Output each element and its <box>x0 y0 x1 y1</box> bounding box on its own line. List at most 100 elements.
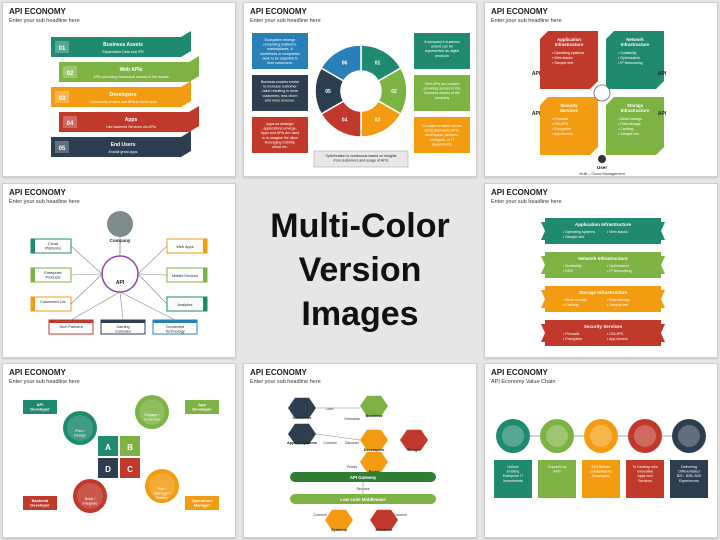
role-label-text: Manager <box>194 503 211 508</box>
bar-number: 04 <box>67 121 74 127</box>
right-node-label: Mobile Devices <box>172 274 198 278</box>
thumbnail-slide-6[interactable]: API ECONOMY Enter your sub headline here… <box>243 363 477 538</box>
thumbnail-slide-7[interactable]: API ECONOMY API Economy Value Chain Unlo… <box>484 363 718 538</box>
caption: Multi – Cloud Management <box>579 172 625 176</box>
left-box-text: applications emerge, <box>263 127 296 131</box>
row-left-cap <box>541 222 549 240</box>
quad-title: Services <box>560 108 579 113</box>
chain-text: Innovative <box>637 470 653 474</box>
api-label: API <box>532 111 541 117</box>
bar-title: End Users <box>111 142 136 148</box>
quad-item: • Web stacks <box>552 56 573 60</box>
chain-text: Delivering <box>681 465 697 469</box>
role-label-text: Developer <box>30 407 50 412</box>
quad-3 <box>540 97 598 155</box>
role-label-1 <box>23 400 57 414</box>
hub-diagram: APICompanyCloudPlatformsEnterpriseProduc… <box>30 211 208 335</box>
thumbnail-slide-3[interactable]: API ECONOMY Enter your sub headline here… <box>484 2 718 177</box>
left-node-label: Connected Car <box>40 300 66 304</box>
row-item: • Caching <box>563 303 578 307</box>
cycle-center <box>344 74 378 108</box>
stage-label: Manage / <box>154 491 171 495</box>
slide-subtitle: Enter your sub headline here <box>491 18 562 24</box>
bar-title: Business Assets <box>103 42 143 48</box>
left-box-text: Apps as strategic <box>266 122 294 126</box>
slide-title: API ECONOMY <box>9 188 66 197</box>
connector-label: Feeds <box>347 465 357 469</box>
node-hex-1 <box>288 397 316 419</box>
row-title: Application Infrastructure <box>575 222 632 227</box>
connector-label: Connect <box>313 513 326 517</box>
connector-label: User <box>326 407 334 411</box>
quad-item: • Encryption <box>552 127 571 131</box>
chain-text: Developers <box>592 474 610 478</box>
chain-box-5 <box>670 460 708 498</box>
bottom-box <box>313 150 409 168</box>
bar-number: 03 <box>59 96 66 102</box>
slide-subtitle: Enter your sub headline here <box>491 199 562 205</box>
thumbnail-slide-5[interactable]: API ECONOMY Enter your sub headline here… <box>2 363 236 538</box>
bar-title: Developers <box>110 92 137 98</box>
center-hub <box>593 84 611 102</box>
left-box-3 <box>252 117 308 153</box>
left-node-label: Enterprise <box>44 271 61 275</box>
right-box-text: Web APIs are created <box>425 82 460 86</box>
connector <box>137 245 168 275</box>
row-1 <box>545 218 661 244</box>
stage-label: Run / <box>157 487 167 491</box>
chain-circle-2 <box>540 419 574 453</box>
row-title: Network Infrastructure <box>578 256 628 261</box>
bar-number: 01 <box>59 46 66 52</box>
thumbnail-slide-4[interactable]: API ECONOMY Enter your sub headline here… <box>2 183 236 358</box>
bar-number-box <box>55 91 69 103</box>
node-label: Google <box>407 448 420 452</box>
row-title: Security Services <box>584 324 623 329</box>
thumbnail-slide-1[interactable]: API ECONOMY Enter your sub headline here… <box>2 2 236 177</box>
left-box-text: storefronts or companies <box>260 52 300 56</box>
left-box-text: seek to be essential to <box>262 56 298 60</box>
slide-title: API ECONOMY <box>491 7 548 16</box>
bar-number-box <box>63 66 77 78</box>
quad-title: Network <box>626 37 644 42</box>
quadrant-letter: D <box>105 465 111 474</box>
bottom-node-label: Connected <box>166 325 184 329</box>
slide-title: API ECONOMY <box>250 368 307 377</box>
company-circle <box>107 211 133 237</box>
bottom-node-label: Consoles <box>115 330 131 334</box>
quadrant-square-1 <box>98 436 118 456</box>
quad-item: • Data storage <box>618 122 641 126</box>
quad-title: Infrastructure <box>621 108 650 113</box>
chain-box-2 <box>538 460 576 498</box>
node-label: Developers <box>364 448 384 452</box>
thumbnail-slide-8[interactable]: API ECONOMY Enter your sub headline here… <box>484 183 718 358</box>
left-box-2 <box>252 75 308 111</box>
role-label-text: App <box>198 402 206 407</box>
hub-label: API <box>116 280 125 286</box>
chain-text: Investments <box>503 479 523 483</box>
row-item: • Optimization <box>607 264 629 268</box>
bar-3 <box>51 81 191 107</box>
connector <box>70 291 121 321</box>
quadrant-letter: C <box>127 465 133 474</box>
row-item: • Encryption <box>563 337 582 341</box>
chain-text: Apps and <box>637 474 652 478</box>
bottom-node-accent <box>49 320 93 323</box>
cycle-number: 03 <box>375 118 381 124</box>
stage-circle-inner <box>67 415 93 441</box>
slide-subtitle: Enter your sub headline here <box>9 199 80 205</box>
stage-circle-4 <box>145 469 179 503</box>
quad-1 <box>540 31 598 89</box>
bottom-node-accent <box>101 320 145 323</box>
row-item: • Firewalls <box>563 332 580 336</box>
connector <box>70 273 103 276</box>
left-box-1 <box>252 33 308 69</box>
slide-subtitle: Enter your sub headline here <box>250 18 321 24</box>
bar-number: 02 <box>67 71 74 77</box>
thumbnail-slide-2[interactable]: API ECONOMY Enter your sub headline here… <box>243 2 477 177</box>
stage-circle-3 <box>73 479 107 513</box>
chain-circle-3 <box>584 419 618 453</box>
right-box-text: providing access to the <box>424 87 461 91</box>
connector <box>137 273 168 305</box>
node-hex-7 <box>325 509 353 531</box>
